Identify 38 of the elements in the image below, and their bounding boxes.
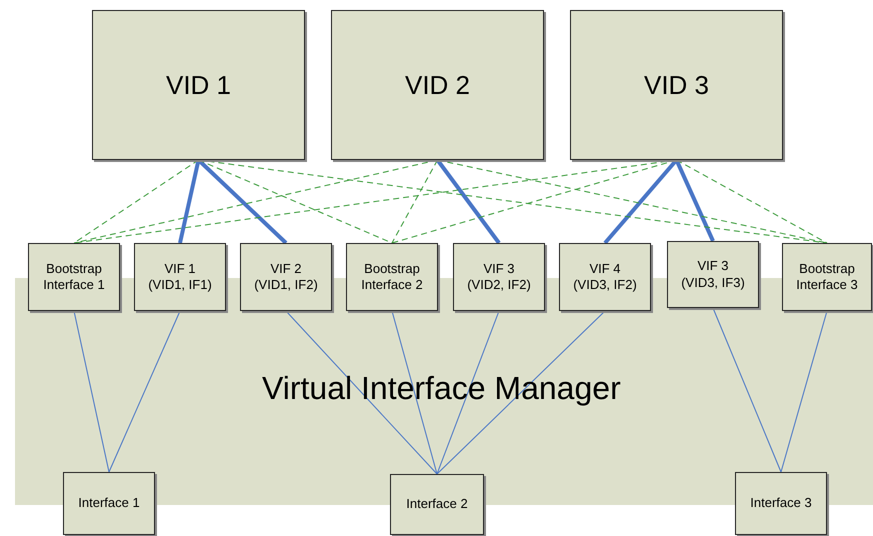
vid-box — [92, 10, 305, 160]
connector-line — [286, 310, 438, 474]
connector-line — [74, 310, 110, 472]
box-label: Bootstrap Interface 1 — [42, 260, 106, 294]
connector-line — [674, 159, 715, 242]
box-label: VID 1 — [166, 68, 232, 102]
interface-box — [735, 472, 827, 535]
box-label: VIF 1 (VID1, IF1) — [147, 260, 213, 294]
dashed-connector — [392, 160, 438, 244]
interface-box — [28, 243, 120, 311]
interface-box — [453, 243, 545, 311]
interface-box — [134, 243, 226, 311]
box-label: Bootstrap Interface 2 — [360, 260, 424, 294]
vid-box — [331, 10, 544, 160]
connector-line — [108, 310, 180, 472]
connector-line — [436, 310, 500, 474]
connector-line — [392, 310, 438, 474]
connector-line — [780, 310, 828, 472]
box-label: VIF 2 (VID1, IF2) — [253, 260, 319, 294]
vid-box — [570, 10, 783, 160]
interface-box — [559, 243, 651, 311]
interface-box — [240, 243, 332, 311]
box-label: VID 2 — [404, 68, 470, 102]
box-label: Interface 1 — [78, 495, 140, 512]
box-label: Interface 2 — [406, 496, 468, 513]
box-label: VID 3 — [644, 68, 710, 102]
interface-box — [782, 243, 872, 311]
interface-box — [63, 472, 155, 535]
interface-box — [390, 474, 484, 535]
interface-box — [346, 243, 438, 311]
connector-line — [712, 308, 782, 472]
box-label: VIF 3 (VID2, IF2) — [466, 260, 532, 294]
box-label: Interface 3 — [750, 495, 812, 512]
interface-box — [667, 241, 759, 308]
box-label: Bootstrap Interface 3 — [795, 260, 859, 294]
connector-line — [178, 160, 200, 244]
box-label: VIF 4 (VID3, IF2) — [572, 260, 638, 294]
box-label: VIF 3 (VID3, IF3) — [680, 258, 746, 291]
